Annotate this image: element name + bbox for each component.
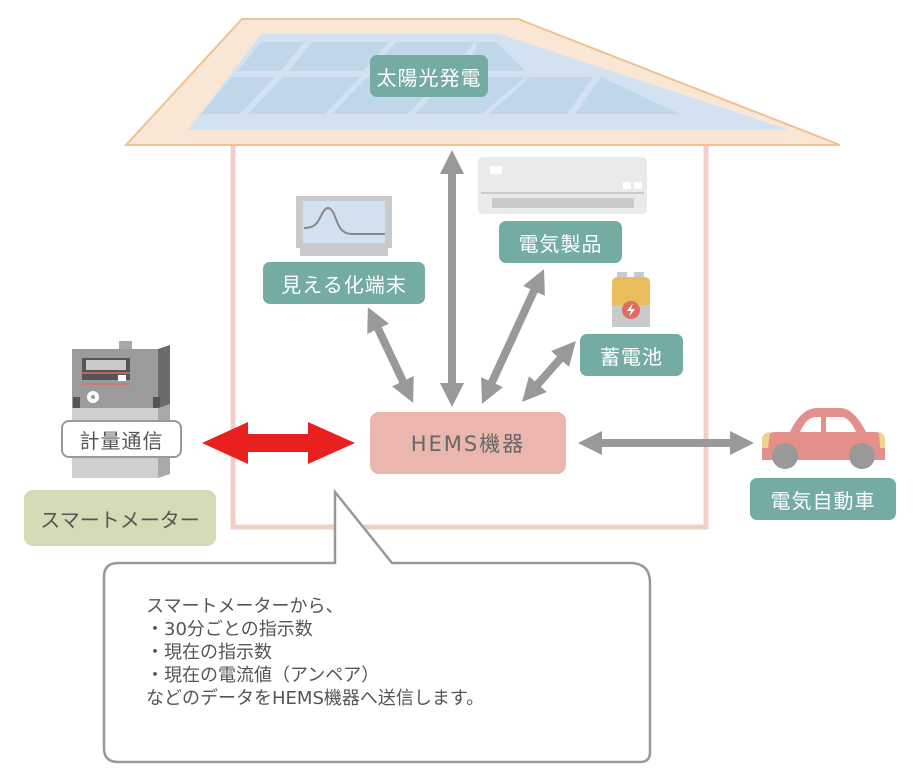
label-battery: 蓄電池 xyxy=(580,334,683,376)
label-smart-meter: スマートメーター xyxy=(24,490,216,546)
label-visualization-terminal: 見える化端末 xyxy=(263,262,425,304)
callout-text: スマートメーターから、 ・30分ごとの指示数 ・現在の指示数 ・現在の電流値（ア… xyxy=(146,595,626,710)
callout-line: ・現在の電流値（アンペア） xyxy=(146,665,380,686)
label-hems: HEMS機器 xyxy=(370,412,566,474)
callout-line: などのデータをHEMS機器へ送信します。 xyxy=(146,688,485,709)
callout-line: スマートメーターから、 xyxy=(146,596,344,617)
label-metering-comm: 計量通信 xyxy=(61,420,182,458)
monitor-icon xyxy=(296,196,392,256)
car-icon xyxy=(762,408,886,469)
callout-line: ・30分ごとの指示数 xyxy=(146,619,313,640)
gray-arrows xyxy=(367,150,754,455)
arrow-hems-appliances xyxy=(481,269,545,404)
air-conditioner-icon xyxy=(478,157,647,214)
label-appliances: 電気製品 xyxy=(499,221,622,263)
arrow-hems-viz xyxy=(367,307,414,403)
label-electric-vehicle: 電気自動車 xyxy=(750,478,896,520)
arrow-hems-battery xyxy=(522,341,576,402)
battery-icon xyxy=(612,272,650,327)
label-solar: 太陽光発電 xyxy=(370,55,488,97)
callout-bubble xyxy=(102,488,652,764)
arrow-meter-hems xyxy=(202,422,355,464)
callout-line: ・現在の指示数 xyxy=(146,642,272,663)
